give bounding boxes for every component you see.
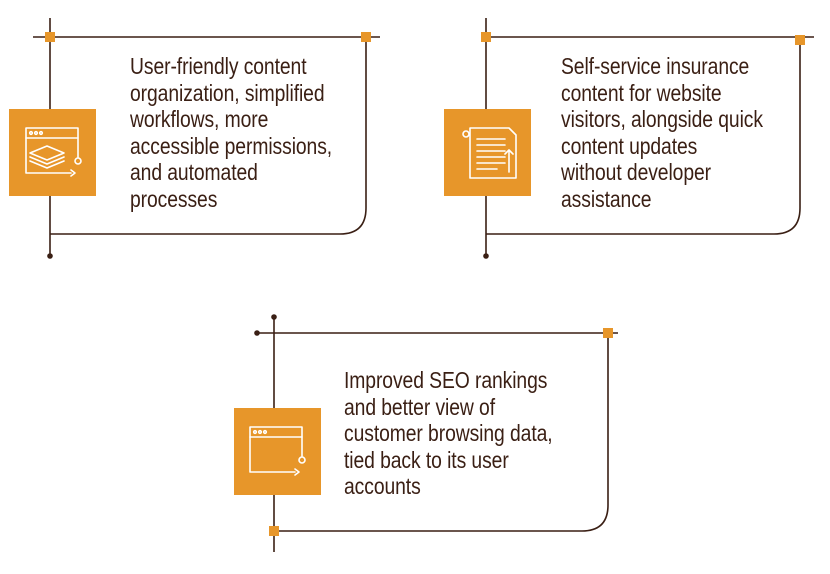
card-text-content-organization: User-friendly content organization, simp…: [130, 53, 332, 212]
card-text-line: Improved SEO rankings: [344, 367, 548, 393]
corner-marker: [361, 32, 371, 42]
card-text-line: and better view of: [344, 393, 496, 420]
card-text-line: User-friendly content: [130, 53, 307, 79]
icon-tile: [9, 109, 96, 196]
connector-dot: [271, 314, 277, 320]
connector-dot: [483, 253, 489, 259]
card-text-line: organization, simplified: [130, 79, 325, 106]
connector-dot: [47, 253, 53, 259]
corner-marker: [795, 35, 805, 45]
card-text-line: without developer: [561, 159, 712, 185]
corner-marker: [603, 328, 613, 338]
card-text-line: customer browsing data,: [344, 420, 553, 446]
card-content-organization: [9, 18, 380, 259]
card-text-line: content for website: [561, 79, 722, 106]
card-seo-rankings: [234, 314, 618, 552]
card-text-line: Self-service insurance: [561, 53, 750, 79]
browser-window-arrow-icon: [249, 426, 306, 476]
corner-marker: [481, 32, 491, 42]
card-text-line: workflows, more: [130, 106, 269, 132]
card-text-line: content updates: [561, 132, 698, 159]
card-self-service-content: [444, 18, 814, 259]
icon-tile: [444, 109, 531, 196]
card-text-seo-rankings: Improved SEO rankings and better view of…: [344, 367, 553, 500]
card-text-line: visitors, alongside quick: [561, 106, 763, 132]
card-text-line: processes: [130, 185, 218, 212]
document-upload-icon: [462, 127, 517, 179]
corner-marker: [45, 32, 55, 42]
card-text-line: accessible permissions,: [130, 132, 333, 159]
card-text-self-service-content: Self-service insurance content for websi…: [561, 53, 763, 212]
connector-dot: [254, 330, 260, 336]
card-text-line: assistance: [561, 185, 652, 212]
corner-marker: [269, 526, 279, 536]
card-text-line: tied back to its user: [344, 446, 509, 473]
card-text-line: and automated: [130, 159, 258, 185]
layered-content-browser-icon: [25, 127, 82, 177]
icon-tile: [234, 408, 321, 495]
card-text-line: accounts: [344, 473, 421, 499]
